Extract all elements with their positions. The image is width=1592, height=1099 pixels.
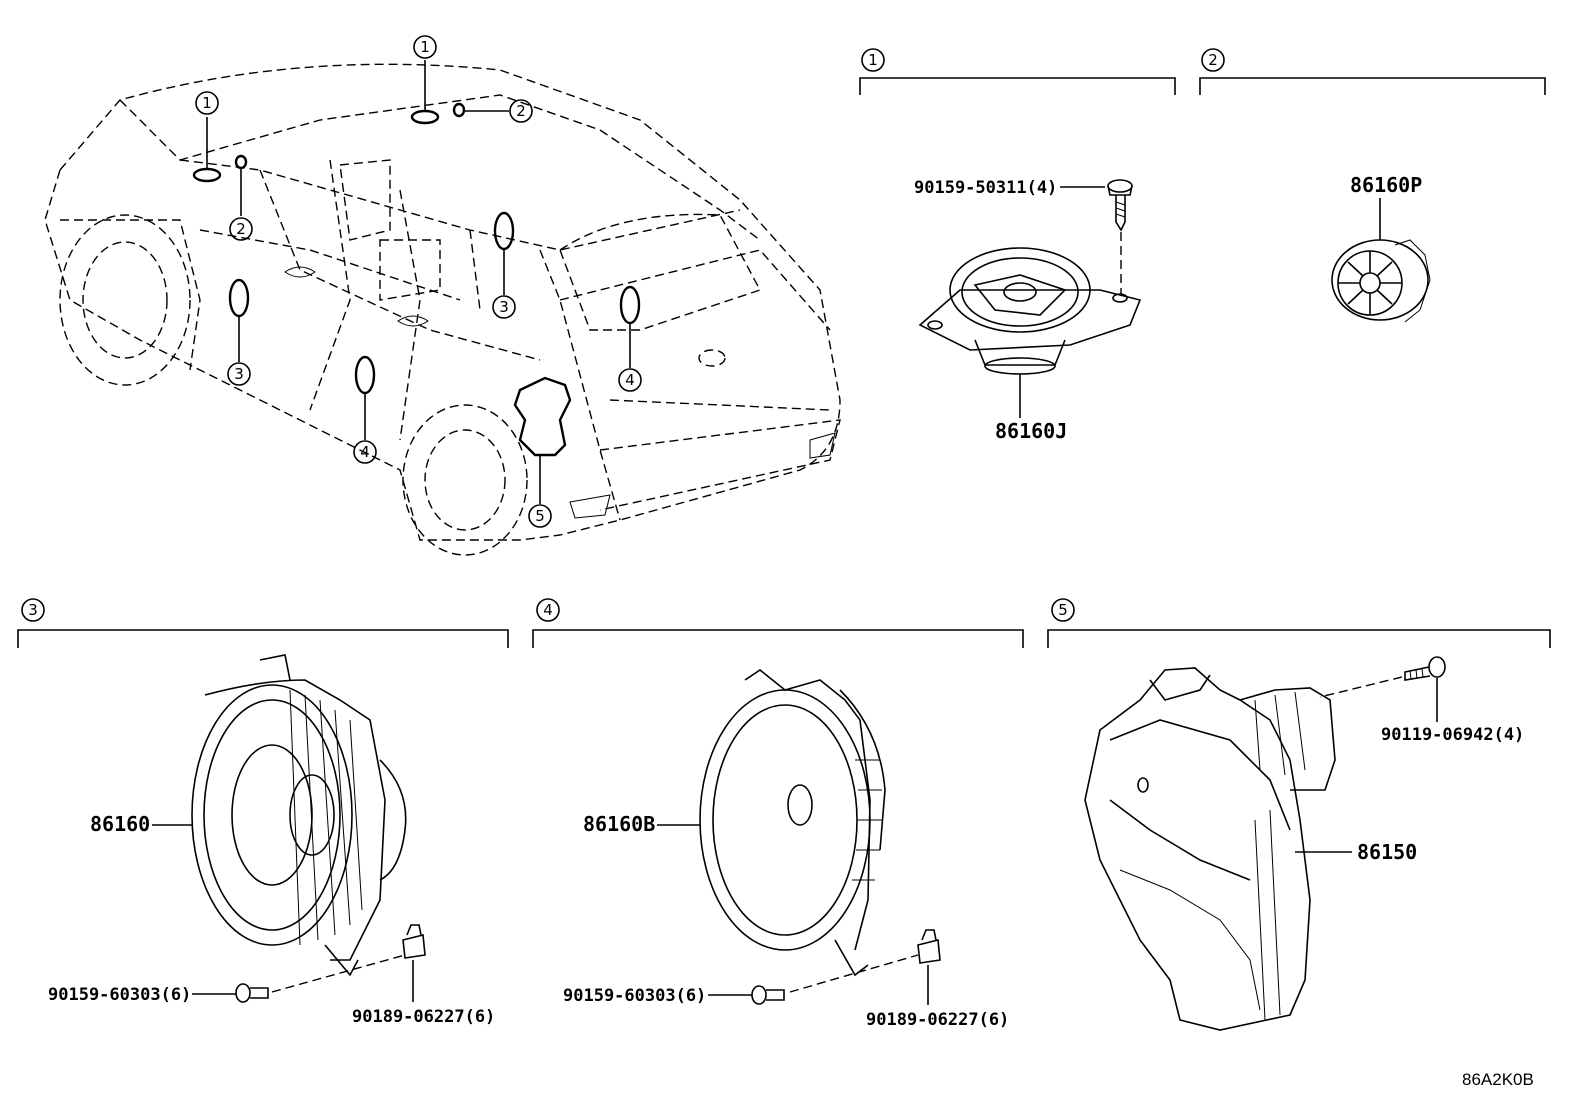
front-door-speaker-icon: [191, 654, 407, 977]
bolt-icon: [1404, 656, 1446, 681]
part-90119-06942: 90119-06942(4): [1381, 725, 1524, 745]
section-1-tweeter: 1 90159-50311(4) 86160J: [859, 48, 1176, 443]
callout-3-left: 3: [234, 365, 244, 383]
woofer-box-icon: [1084, 667, 1336, 1031]
diagram-code: 86A2K0B: [1462, 1070, 1534, 1089]
rear-door-speaker-icon: [699, 669, 886, 977]
part-86160: 86160: [90, 812, 150, 836]
tweeter-speaker-icon: [918, 247, 1142, 375]
callout-1-center: 1: [420, 38, 430, 56]
screw-icon: [751, 985, 785, 1005]
section-2-center-speaker: 2 86160P: [1199, 48, 1546, 323]
section-1-number: 1: [868, 51, 878, 69]
section-4-number: 4: [543, 601, 553, 619]
callout-4-left: 4: [360, 443, 370, 461]
part-90159-60303-rear: 90159-60303(6): [563, 986, 706, 1006]
part-86160J: 86160J: [995, 419, 1067, 443]
center-speaker-icon: [1331, 239, 1431, 323]
screw-icon: [235, 983, 269, 1003]
part-90159-60303-front: 90159-60303(6): [48, 985, 191, 1005]
callout-5: 5: [535, 507, 545, 525]
screw-icon: [1107, 179, 1133, 232]
callout-2-front: 2: [236, 220, 246, 238]
section-5-woofer-box: 5 86150 90119-06942(4): [1047, 598, 1551, 1031]
callout-1-front: 1: [202, 94, 212, 112]
part-86160P: 86160P: [1350, 173, 1422, 197]
callout-4-right: 4: [625, 371, 635, 389]
part-86150: 86150: [1357, 840, 1417, 864]
section-5-number: 5: [1058, 601, 1068, 619]
clip-icon: [917, 929, 941, 964]
clip-icon: [402, 924, 426, 959]
part-90189-06227-rear: 90189-06227(6): [866, 1010, 1009, 1030]
part-86160B: 86160B: [583, 812, 655, 836]
section-2-number: 2: [1208, 51, 1218, 69]
section-3-number: 3: [28, 601, 38, 619]
section-4-rear-door-speaker: 4 86160B 90159-60303(6) 90189-06227(6): [532, 598, 1024, 1030]
section-3-front-door-speaker: 3 86160 90159-60303(6) 90189-06227(6): [17, 598, 509, 1027]
vehicle-illustration: 1 1 2 2 3 3 4 4 5: [44, 35, 841, 556]
part-90189-06227-front: 90189-06227(6): [352, 1007, 495, 1027]
callout-2-center: 2: [516, 102, 526, 120]
part-90159-50311: 90159-50311(4): [914, 178, 1057, 198]
callout-3-right: 3: [499, 298, 509, 316]
